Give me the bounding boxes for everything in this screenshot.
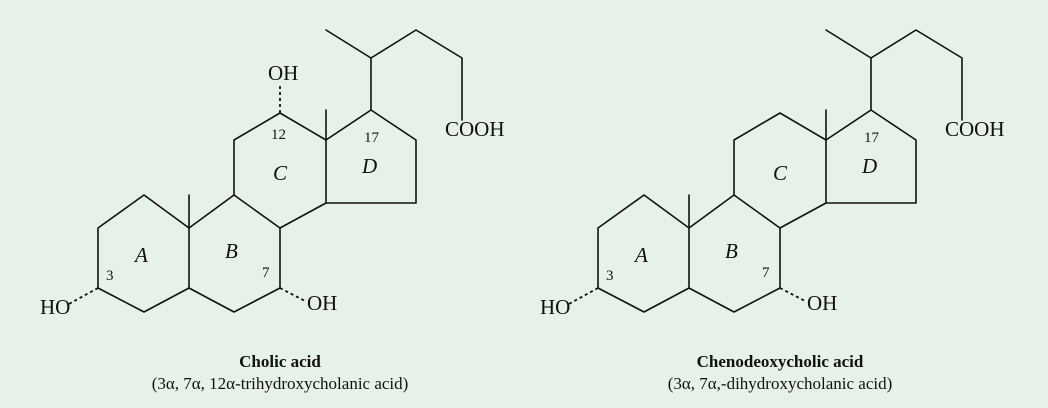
cholic-acid-name: Cholic acid xyxy=(239,352,321,371)
ring-b-label: B xyxy=(725,239,738,263)
position-7-label: 7 xyxy=(762,265,770,281)
chenodeoxycholic-acid-name: Chenodeoxycholic acid xyxy=(696,352,864,371)
c3-ho-label: HO xyxy=(40,295,70,319)
chenodeoxycholic-acid-caption: Chenodeoxycholic acid (3α, 7α,-dihydroxy… xyxy=(580,351,980,395)
c3-hashed-bond xyxy=(66,287,99,306)
ring-c-bonds xyxy=(733,112,827,229)
c7-hashed-bond xyxy=(279,287,306,302)
c3-hashed-bond xyxy=(566,287,599,306)
position-17-label: 17 xyxy=(364,130,380,146)
side-chain-bonds xyxy=(870,29,963,121)
c3-ho-label: HO xyxy=(540,295,570,319)
cholic-acid-structure: HO OH OH COOH A B C D 3 7 12 17 xyxy=(40,29,505,319)
cholic-acid-caption: Cholic acid (3α, 7α, 12α-trihydroxychola… xyxy=(80,351,480,395)
chenodeoxycholic-acid-subtitle: (3α, 7α,-dihydroxycholanic acid) xyxy=(667,374,893,393)
c7-oh-label: OH xyxy=(307,291,337,315)
ring-b-bonds xyxy=(688,194,781,313)
position-17-label: 17 xyxy=(864,130,880,146)
c20-methyl-bond xyxy=(825,29,872,59)
c12-oh-label: OH xyxy=(268,61,298,85)
position-3-label: 3 xyxy=(606,268,614,284)
cooh-label: COOH xyxy=(445,117,505,141)
cooh-label: COOH xyxy=(945,117,1005,141)
ring-d-bonds xyxy=(825,109,917,204)
side-chain-bonds xyxy=(370,29,463,121)
c7-hashed-bond xyxy=(779,287,806,302)
position-3-label: 3 xyxy=(106,268,114,284)
ring-b-bonds xyxy=(188,194,281,313)
ring-d-label: D xyxy=(861,154,877,178)
ring-c-label: C xyxy=(773,161,788,185)
position-12-label: 12 xyxy=(271,127,286,143)
ring-c-label: C xyxy=(273,161,288,185)
ring-a-label: A xyxy=(133,243,148,267)
cholic-acid-subtitle: (3α, 7α, 12α-trihydroxycholanic acid) xyxy=(151,374,409,393)
chenodeoxycholic-acid-structure: HO OH COOH A B C D 3 7 17 xyxy=(540,29,1005,319)
ring-d-label: D xyxy=(361,154,377,178)
ring-c-bonds xyxy=(233,112,327,229)
ring-d-bonds xyxy=(325,109,417,204)
ring-b-label: B xyxy=(225,239,238,263)
ring-a-label: A xyxy=(633,243,648,267)
c20-methyl-bond xyxy=(325,29,372,59)
position-7-label: 7 xyxy=(262,265,270,281)
c7-oh-label: OH xyxy=(807,291,837,315)
